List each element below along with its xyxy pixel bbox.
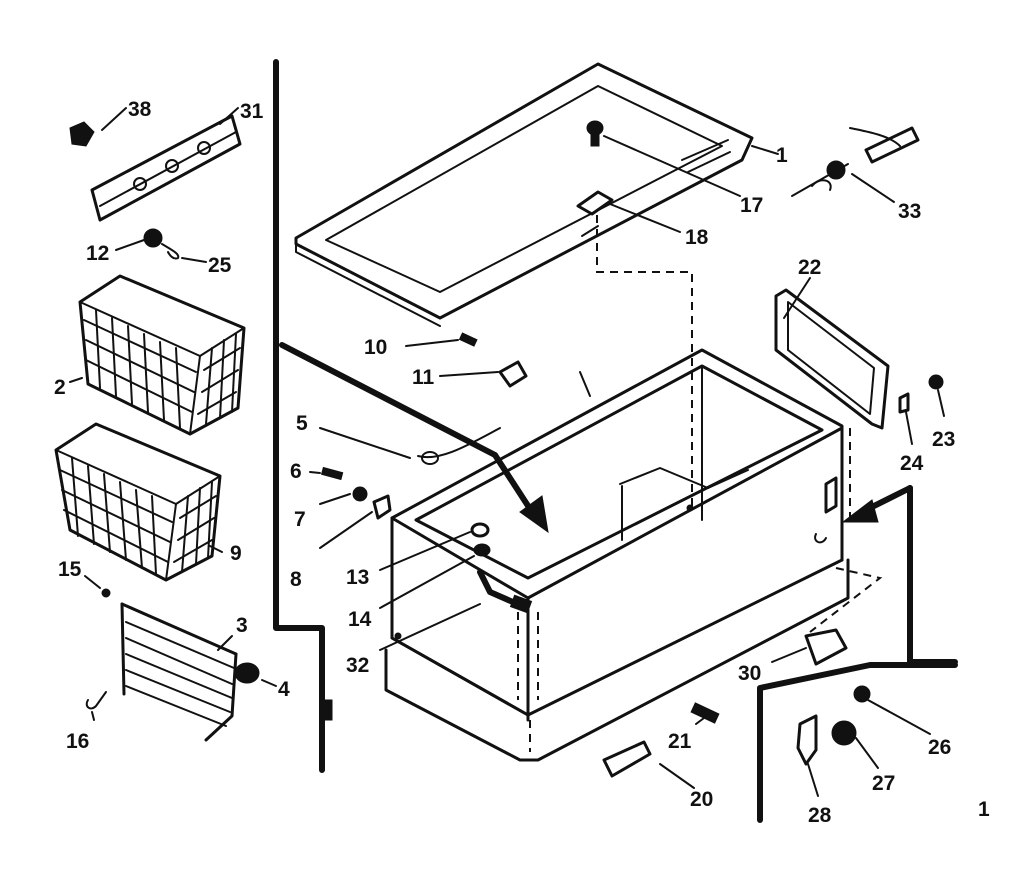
label-21: 21 — [668, 730, 692, 753]
gasket-plate — [774, 288, 890, 430]
upper-basket — [78, 274, 246, 436]
label-10: 10 — [364, 336, 387, 359]
label-14: 14 — [348, 608, 372, 631]
label-25: 25 — [208, 254, 232, 277]
grille — [120, 602, 238, 742]
lid-hinge-parts — [576, 120, 693, 508]
label-9: 9 — [230, 542, 242, 565]
label-15: 15 — [58, 558, 82, 581]
lid — [294, 62, 754, 327]
label-31: 31 — [240, 100, 264, 123]
leader-lines — [69, 107, 945, 797]
divider-lines — [273, 59, 958, 823]
label-3: 3 — [236, 614, 248, 637]
small-parts — [69, 121, 944, 778]
arrows — [492, 452, 913, 534]
label-28: 28 — [808, 804, 832, 827]
label-24: 24 — [900, 452, 924, 475]
label-6: 6 — [290, 460, 302, 483]
label-1: 1 — [776, 144, 788, 167]
label-12: 12 — [86, 242, 109, 265]
label-33: 33 — [898, 200, 921, 223]
label-26: 26 — [928, 736, 951, 759]
label-5: 5 — [296, 412, 308, 435]
label-8: 8 — [290, 568, 302, 591]
label-16: 16 — [66, 730, 89, 753]
hanger-bar — [90, 114, 242, 222]
callout-labels: 1 17 18 33 22 38 31 12 25 2 9 15 3 4 16 … — [54, 98, 990, 827]
label-27: 27 — [872, 772, 895, 795]
label-4: 4 — [278, 678, 290, 701]
label-2: 2 — [54, 376, 66, 399]
label-11: 11 — [412, 366, 435, 389]
label-13: 13 — [346, 566, 369, 589]
label-17: 17 — [740, 194, 763, 217]
label-32: 32 — [346, 654, 369, 677]
label-30: 30 — [738, 662, 761, 685]
page-mark: 1 — [978, 798, 990, 821]
lower-basket — [54, 422, 222, 582]
label-23: 23 — [932, 428, 955, 451]
label-22: 22 — [798, 256, 821, 279]
label-20: 20 — [690, 788, 713, 811]
label-18: 18 — [685, 226, 709, 249]
label-7: 7 — [294, 508, 306, 531]
cabinet — [384, 348, 883, 762]
label-38: 38 — [128, 98, 152, 121]
